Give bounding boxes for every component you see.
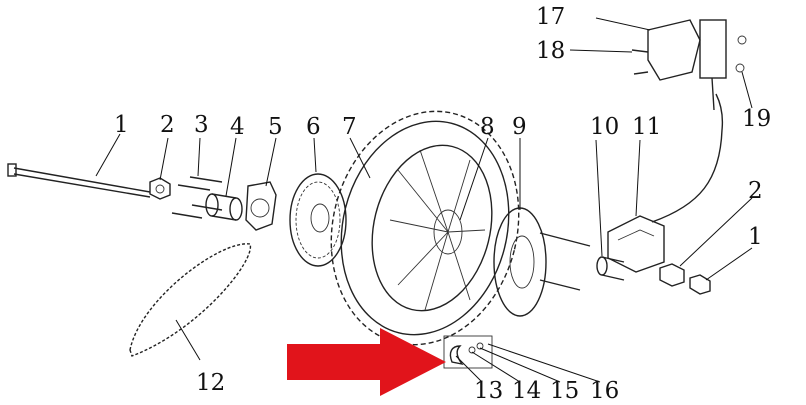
label-2: 2 [160,112,175,138]
label-4: 4 [230,114,245,140]
label-8: 8 [480,114,495,140]
lock-plate-part [245,181,277,231]
brake-disc-part [493,207,547,317]
caliper-part [607,215,665,273]
label-1-right: 1 [748,224,763,250]
rear-wheel-part [330,110,520,346]
label-5: 5 [268,114,283,140]
axle-part [7,163,151,198]
drive-chain-part [129,243,252,357]
label-10: 10 [590,114,619,140]
label-9: 9 [512,114,527,140]
label-18: 18 [536,38,565,64]
label-3: 3 [194,112,209,138]
sprocket-part [289,173,347,267]
small-parts-detail-box [443,335,493,369]
right-spacer-part [539,232,625,291]
label-13: 13 [474,378,503,404]
right-nut-part [659,263,711,295]
label-15: 15 [550,378,579,404]
label-7: 7 [342,114,357,140]
label-2-right: 2 [748,178,763,204]
label-19: 19 [742,106,771,132]
label-6: 6 [306,114,321,140]
label-12: 12 [196,370,225,396]
label-11: 11 [632,114,661,140]
label-17: 17 [536,4,565,30]
axle-nut-part [149,177,171,200]
sprocket-bolts-part [171,176,223,219]
master-cylinder-part [631,19,747,111]
label-1: 1 [114,112,129,138]
spacer-part [205,193,243,221]
highlight-arrow [287,328,446,396]
label-14: 14 [512,378,541,404]
label-16: 16 [590,378,619,404]
leader-lines [95,17,753,383]
brake-hose-part [651,93,724,223]
